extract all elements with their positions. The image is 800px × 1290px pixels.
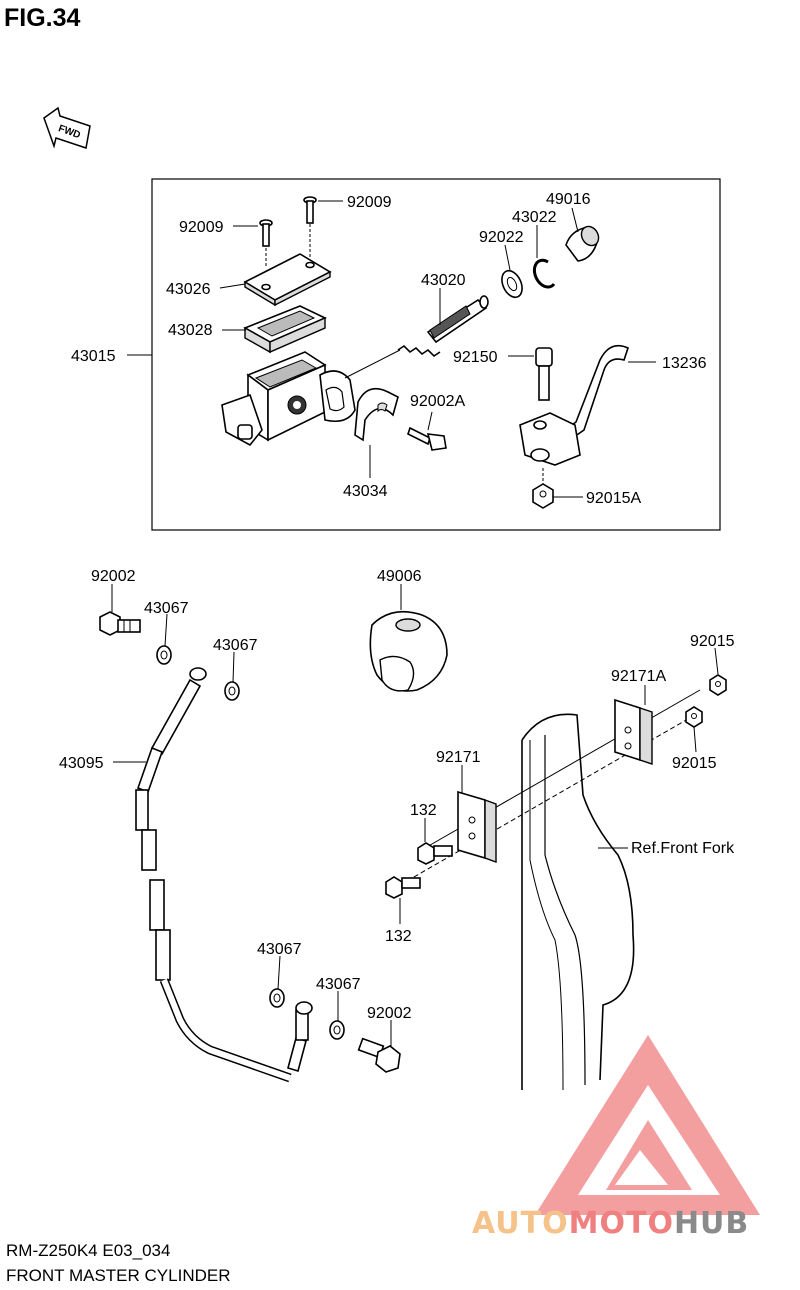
watermark-auto: AUTO bbox=[472, 1206, 569, 1241]
label-92002-top: 92002 bbox=[91, 568, 136, 585]
label-49006: 49006 bbox=[377, 568, 422, 585]
screw-92009-right[interactable] bbox=[303, 196, 317, 224]
circlip-43022[interactable] bbox=[532, 258, 556, 289]
figure-title: FIG.34 bbox=[4, 4, 81, 32]
label-13236: 13236 bbox=[662, 355, 707, 372]
label-43067-a: 43067 bbox=[144, 600, 189, 617]
label-92015a: 92015A bbox=[586, 490, 641, 507]
label-43015: 43015 bbox=[71, 348, 116, 365]
diaphragm-43028[interactable] bbox=[243, 305, 327, 354]
piston-kit-43020[interactable] bbox=[397, 295, 489, 358]
label-92009-right: 92009 bbox=[347, 194, 392, 211]
label-43067-c: 43067 bbox=[257, 941, 302, 958]
label-43095: 43095 bbox=[59, 755, 104, 772]
reservoir-cap-43026[interactable] bbox=[243, 253, 332, 307]
front-fork-outline bbox=[521, 713, 635, 1091]
nut-92015-upper[interactable] bbox=[709, 674, 727, 696]
label-92009-left: 92009 bbox=[179, 219, 224, 236]
label-43028: 43028 bbox=[168, 322, 213, 339]
pivot-bolt-92150[interactable] bbox=[535, 347, 553, 401]
washer-43067-d[interactable] bbox=[329, 1020, 345, 1040]
watermark-logo-icon bbox=[535, 1035, 760, 1215]
label-43026: 43026 bbox=[166, 281, 211, 298]
watermark-hub: HUB bbox=[673, 1206, 750, 1241]
label-92002a: 92002A bbox=[410, 393, 465, 410]
watermark-text: AUTOMOTOHUB bbox=[472, 1206, 749, 1241]
model-code: RM-Z250K4 E03_034 bbox=[6, 1241, 171, 1260]
nut-92015a[interactable] bbox=[532, 483, 554, 509]
washer-43067-c[interactable] bbox=[269, 988, 285, 1008]
label-43022: 43022 bbox=[512, 209, 557, 226]
nut-92015-lower[interactable] bbox=[685, 706, 703, 728]
bracket-92171[interactable] bbox=[457, 790, 497, 863]
bolt-132-lower[interactable] bbox=[385, 876, 421, 899]
dust-boot-49016[interactable] bbox=[565, 223, 602, 262]
screw-92009-left[interactable] bbox=[259, 219, 273, 247]
bracket-92171a[interactable] bbox=[614, 698, 653, 765]
fwd-arrow-icon: FWD bbox=[43, 106, 91, 149]
label-43034: 43034 bbox=[343, 483, 388, 500]
figure-caption: FRONT MASTER CYLINDER bbox=[6, 1266, 231, 1285]
washer-43067-b[interactable] bbox=[224, 681, 240, 701]
banjo-bolt-92002-top[interactable] bbox=[99, 611, 141, 636]
label-92015-lower: 92015 bbox=[672, 755, 717, 772]
washer-43067-a[interactable] bbox=[156, 645, 172, 665]
label-49016: 49016 bbox=[546, 191, 591, 208]
bolt-132-upper[interactable] bbox=[417, 842, 453, 865]
label-92015-upper: 92015 bbox=[690, 633, 735, 650]
label-ref-front-fork: Ref.Front Fork bbox=[631, 840, 735, 857]
label-43020: 43020 bbox=[421, 272, 466, 289]
bolt-92002a[interactable] bbox=[407, 426, 447, 451]
brake-lever-13236[interactable] bbox=[519, 344, 629, 466]
master-cylinder-body-43015[interactable] bbox=[221, 351, 356, 447]
brake-hose-43095[interactable] bbox=[135, 667, 313, 1083]
watermark-moto: MOTO bbox=[568, 1206, 674, 1241]
banjo-bolt-92002-bottom[interactable] bbox=[357, 1037, 401, 1073]
label-92171a: 92171A bbox=[611, 668, 666, 685]
hose-clamp-49006[interactable] bbox=[369, 610, 448, 692]
label-132-upper: 132 bbox=[410, 802, 437, 819]
label-92171: 92171 bbox=[436, 749, 481, 766]
label-43067-d: 43067 bbox=[316, 976, 361, 993]
label-92150: 92150 bbox=[453, 349, 498, 366]
label-132-lower: 132 bbox=[385, 928, 412, 945]
washer-92022[interactable] bbox=[498, 268, 526, 301]
label-43067-b: 43067 bbox=[213, 637, 258, 654]
label-92022: 92022 bbox=[479, 229, 524, 246]
label-92002-bottom: 92002 bbox=[367, 1005, 412, 1022]
clamp-43034[interactable] bbox=[354, 387, 399, 442]
